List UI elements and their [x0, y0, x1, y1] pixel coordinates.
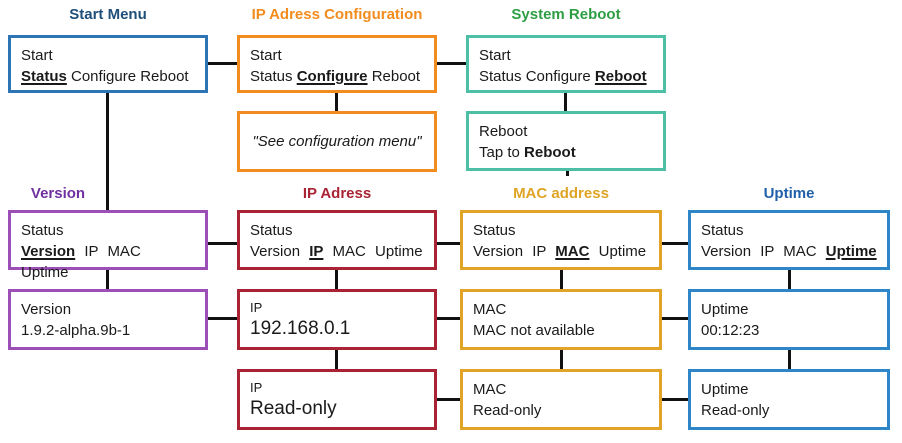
screen-line-1: Start	[479, 47, 511, 64]
screen-ip-config-start: Start Status Configure Reboot	[237, 35, 437, 93]
screen-line-2: Version IP MAC Uptime	[21, 243, 141, 281]
connector-ip-value-readonly	[335, 350, 338, 369]
value-text: 1.9.2-alpha.9b-1	[21, 322, 131, 339]
value-label: MAC	[473, 301, 507, 318]
value-text: MAC not available	[473, 322, 595, 339]
screen-config-note: "See configuration menu"	[237, 111, 437, 172]
connector-ipconfig-sysreboot	[437, 62, 466, 65]
screen-line-1: Status	[250, 222, 293, 239]
screen-line-2: Status Configure Reboot	[250, 68, 421, 85]
connector-version-ip-value	[208, 317, 237, 320]
group-title-mac-address: MAC address	[513, 185, 609, 202]
connector-ip-mac-readonly	[437, 398, 460, 401]
screen-line-2: Status Configure Reboot	[21, 68, 189, 85]
screen-line-2: Version IP MAC Uptime	[473, 243, 647, 260]
connector-version-status-value	[106, 270, 109, 289]
group-title-start-menu: Start Menu	[69, 6, 147, 23]
connector-ip-mac-value	[437, 317, 460, 320]
screen-version-value: Version 1.9.2-alpha.9b-1	[8, 289, 208, 350]
connector-startmenu-versionstatus	[106, 93, 109, 210]
screen-line-1: Reboot	[479, 123, 528, 140]
connector-ipconfig-note	[335, 93, 338, 111]
connector-sysreboot-reboot	[564, 93, 567, 111]
connector-uptime-value-readonly	[788, 350, 791, 369]
value-text: 192.168.0.1	[250, 318, 351, 339]
config-note-text: "See configuration menu"	[252, 133, 422, 150]
connector-ip-mac-status	[437, 242, 460, 245]
screen-ip-readonly: IP Read-only	[237, 369, 437, 430]
value-text: 00:12:23	[701, 322, 760, 339]
screen-mac-value: MAC MAC not available	[460, 289, 662, 350]
screen-system-reboot-start: Start Status Configure Reboot	[466, 35, 666, 93]
value-label: Uptime	[701, 301, 749, 318]
screen-line-1: Status	[701, 222, 744, 239]
screen-start-menu: Start Status Configure Reboot	[8, 35, 208, 93]
value-text: Read-only	[473, 402, 542, 419]
value-label: Version	[21, 301, 72, 318]
value-label: IP	[250, 300, 263, 315]
value-text: Read-only	[701, 402, 770, 419]
screen-line-1: Start	[21, 47, 53, 64]
connector-mac-uptime-readonly	[662, 398, 688, 401]
screen-line-1: Status	[21, 222, 64, 239]
screen-line-2: Status Configure Reboot	[479, 68, 647, 85]
group-title-ip-address: IP Adress	[302, 185, 372, 202]
connector-ip-status-value	[335, 270, 338, 289]
value-label: IP	[250, 380, 263, 395]
screen-line-1: Start	[250, 47, 282, 64]
connector-startmenu-ipconfig	[208, 62, 237, 65]
screen-ip-status: Status Version IP MAC Uptime	[237, 210, 437, 270]
screen-line-2: Version IP MAC Uptime	[701, 243, 877, 260]
group-title-version: Version	[30, 185, 86, 202]
screen-uptime-value: Uptime 00:12:23	[688, 289, 890, 350]
group-title-uptime: Uptime	[763, 185, 815, 202]
connector-mac-uptime-status	[662, 242, 688, 245]
connector-mac-uptime-value	[662, 317, 688, 320]
screen-ip-value: IP 192.168.0.1	[237, 289, 437, 350]
connector-mac-status-value	[560, 270, 563, 289]
connector-version-ip-status	[208, 242, 237, 245]
connector-uptime-status-value	[788, 270, 791, 289]
screen-line-1: Status	[473, 222, 516, 239]
screen-mac-readonly: MAC Read-only	[460, 369, 662, 430]
value-text: Read-only	[250, 398, 337, 419]
value-label: MAC	[473, 381, 507, 398]
connector-reboot-stub	[566, 171, 569, 176]
screen-uptime-status: Status Version IP MAC Uptime	[688, 210, 890, 270]
value-label: Uptime	[701, 381, 749, 398]
connector-mac-value-readonly	[560, 350, 563, 369]
group-title-system-reboot: System Reboot	[511, 6, 621, 23]
screen-reboot-confirm: Reboot Tap to Reboot	[466, 111, 666, 171]
screen-line-2: Version IP MAC Uptime	[250, 243, 423, 260]
screen-line-2: Tap to Reboot	[479, 144, 576, 161]
group-title-ip-config: IP Adress Configuration	[251, 6, 423, 23]
screen-uptime-readonly: Uptime Read-only	[688, 369, 890, 430]
screen-version-status: Status Version IP MAC Uptime	[8, 210, 208, 281]
screen-mac-status: Status Version IP MAC Uptime	[460, 210, 662, 270]
